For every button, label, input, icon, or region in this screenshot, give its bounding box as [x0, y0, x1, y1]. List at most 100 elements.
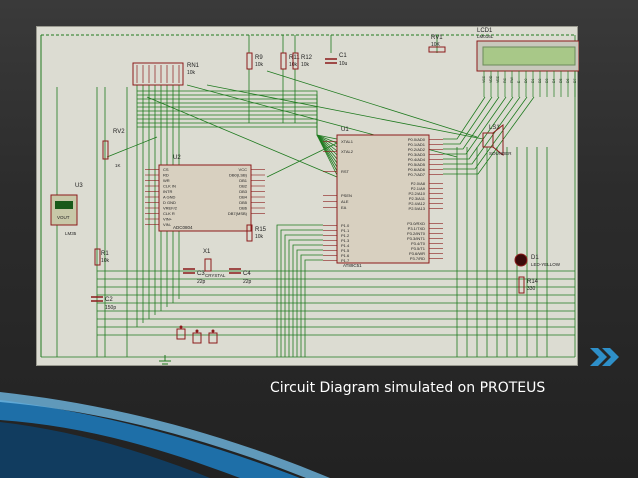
c4-value: 22p: [243, 279, 252, 285]
r15-value: 10k: [255, 234, 264, 240]
c1-capacitor: C1 10u: [325, 53, 348, 67]
u2-pin-label: DB5: [239, 200, 248, 205]
r11-ref: R11: [289, 55, 300, 61]
rv2-ref: RV2: [113, 129, 125, 135]
r12-value: 10k: [301, 62, 310, 68]
u2-pin-label: CLK IN: [163, 184, 176, 189]
u1-pin-label: P3.5/T1: [411, 246, 426, 251]
rv2-value: 1K: [115, 163, 121, 168]
u1-pin-label: P2.3/A11: [409, 196, 426, 201]
u1-pin-label: P0.4/AD4: [408, 157, 426, 162]
r14-value: 330: [527, 286, 536, 292]
u1-pin-label: P1.3: [341, 238, 350, 243]
u3-temperature-sensor: U3 VOUT LM35: [50, 183, 83, 236]
u1-pin-label: P3.7/RD: [410, 256, 425, 261]
u2-pin-label: VREF/2: [163, 206, 178, 211]
r9-resistor: R9 10k: [246, 52, 264, 70]
u2-ref: U2: [173, 155, 181, 161]
rn1-ref: RN1: [187, 63, 200, 69]
u1-pin-label: P3.4/T0: [411, 241, 426, 246]
u1-pin-label: P0.0/AD0: [408, 137, 426, 142]
c4-ref: C4: [243, 271, 251, 277]
u1-pin-label: P1.7: [341, 258, 350, 263]
u2-pin-label: DB6: [239, 206, 248, 211]
c2-capacitor: C2 150p: [91, 296, 116, 311]
r14-resistor: R14 330: [518, 276, 539, 294]
u1-pin-label: P1.5: [341, 248, 350, 253]
c2-ref: C2: [105, 297, 113, 303]
u2-pin-label: D GND: [163, 200, 176, 205]
u2-pin-label: DB1: [239, 178, 248, 183]
u2-pin-label: DB0(LSB): [229, 173, 248, 178]
lcd1-value: LM016L: [477, 34, 494, 39]
rv1-potentiometer: RV1 10K: [428, 35, 446, 53]
u1-pin-label: P2.5/A13: [409, 206, 426, 211]
u2-pin-label: DB2: [239, 184, 248, 189]
r14-ref: R14: [527, 279, 539, 285]
d1-led: D1 LED-YELLOW: [514, 253, 561, 267]
u1-pin-label: P3.3/INT1: [407, 236, 426, 241]
rv2-potentiometer: RV2 1K: [102, 129, 125, 168]
u2-pin-label: RD: [163, 173, 169, 178]
schematic-drawing: RN1 10k R9 10k R11 10k R12 10k: [40, 28, 579, 365]
u1-pin-label: P2.4/A12: [409, 201, 426, 206]
next-slide-button[interactable]: [588, 346, 622, 368]
u1-pin-label: P1.0: [341, 223, 350, 228]
u2-pin-label: DB3: [239, 189, 248, 194]
u2-pin-label: INTR: [163, 189, 172, 194]
rn1-value: 10k: [187, 70, 196, 76]
c1-ref: C1: [339, 53, 347, 59]
u1-pin-label: P0.1/AD1: [408, 142, 426, 147]
u1-pin-label: P1.2: [341, 233, 350, 238]
rn1-resistor-network: RN1 10k: [132, 62, 200, 86]
u1-pin-label: P2.1/A9: [411, 186, 426, 191]
u1-pin-label: P1.1: [341, 228, 350, 233]
u1-pin-label: P1.4: [341, 243, 350, 248]
u1-pin-label: P0.7/AD7: [408, 172, 426, 177]
u3-value: LM35: [65, 231, 77, 236]
u2-pin-label: WR: [163, 178, 170, 183]
r12-resistor: R12 10k: [292, 52, 313, 70]
u2-value: ADC0804: [173, 225, 193, 230]
u2-pin-label: VCC: [239, 167, 248, 172]
u2-pin-label: VIN-: [163, 222, 172, 227]
u1-pin-label: P3.1/TXD: [408, 226, 425, 231]
wiring-net: [41, 35, 576, 358]
u1-pin-label: P2.0/A8: [411, 181, 426, 186]
c4-capacitor: C4 22p: [229, 268, 252, 285]
circuit-schematic-image: RN1 10k R9 10k R11 10k R12 10k: [36, 26, 579, 366]
u1-pin-label: P3.2/INT0: [407, 231, 426, 236]
u2-pin-label: VIN+: [163, 217, 173, 222]
double-chevron-right-icon: [590, 348, 619, 366]
x1-crystal: X1 CRYSTAL: [203, 249, 226, 278]
ls1-value: SOUNDER: [489, 151, 512, 156]
r15-resistor: R15 10k: [246, 224, 267, 242]
u1-pin-label: EA: [341, 205, 347, 210]
d1-value: LED-YELLOW: [531, 262, 561, 267]
ls1-sounder: LS1 SOUNDER: [482, 123, 512, 157]
u1-pin-label: P3.6/WR: [409, 251, 425, 256]
u1-pin-label: P3.0/RXD: [407, 221, 425, 226]
u1-pin-label: P0.5/AD5: [408, 162, 426, 167]
u1-pin-label: RST: [341, 169, 350, 174]
u1-pin-label: PSEN: [341, 193, 352, 198]
rv1-value: 10K: [431, 42, 441, 48]
rv1-ref: RV1: [431, 35, 443, 41]
u1-pin-label: P1.6: [341, 253, 350, 258]
u1-pin-label: P2.2/A10: [409, 191, 426, 196]
c2-value: 150p: [105, 305, 116, 311]
u2-pin-label: CLK R: [163, 211, 175, 216]
x1-ref: X1: [203, 249, 211, 255]
c3-value: 22p: [197, 279, 206, 285]
u2-pin-label: DB7(MSB): [228, 211, 248, 216]
u3-pin-label: VOUT: [57, 215, 70, 220]
ls1-ref: LS1: [489, 125, 500, 131]
lcd1-display: LCD1 LM016L VSSVDDVEERSRWED0D1D2D3D4D5D6…: [476, 28, 579, 97]
u1-microcontroller: U1 XTAL1XTAL2RSTPSENALEEAP1.0P1.1P1.2P1.…: [323, 127, 443, 268]
r1-resistor: R1 10k: [94, 248, 110, 266]
u1-value: AT89C51: [343, 263, 362, 268]
slide-caption: Circuit Diagram simulated on PROTEUS: [270, 380, 546, 396]
ground-symbol: [159, 355, 171, 365]
